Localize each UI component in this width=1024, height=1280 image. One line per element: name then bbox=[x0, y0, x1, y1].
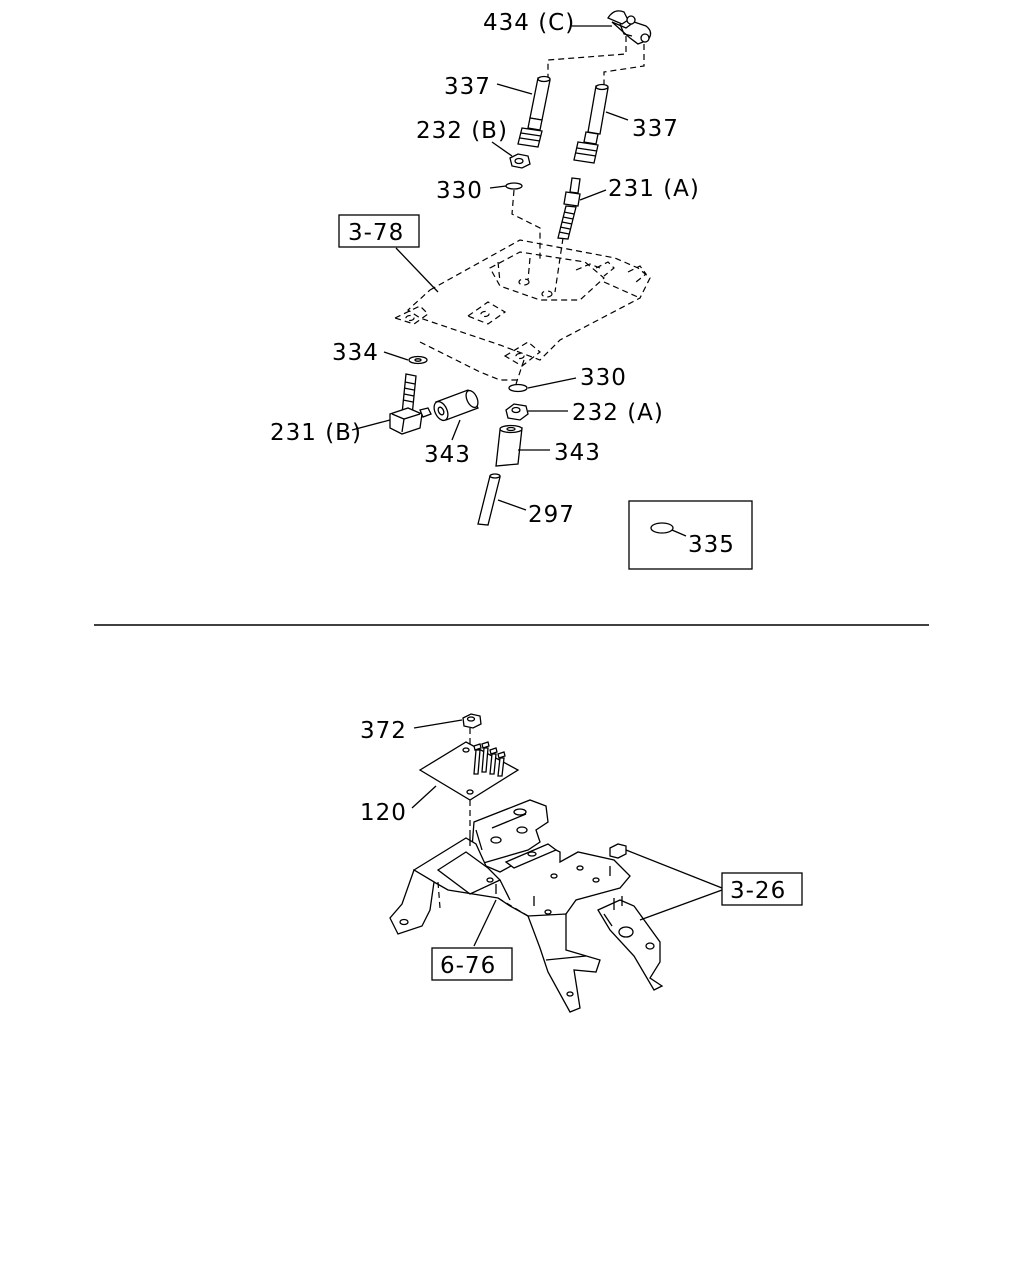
lower-assembly: 372 120 3-26 6-76 bbox=[360, 713, 803, 1013]
label-330-bottom: 330 bbox=[580, 365, 627, 391]
label-231b: 231 (B) bbox=[270, 420, 362, 446]
label-297: 297 bbox=[528, 502, 575, 528]
ref-box-3-78 bbox=[338, 214, 420, 248]
nut-3-26 bbox=[609, 843, 627, 859]
right-bracket bbox=[597, 896, 664, 991]
label-343-right: 343 bbox=[554, 440, 601, 466]
label-232b: 232 (B) bbox=[416, 118, 508, 144]
bracket-plate bbox=[393, 239, 651, 367]
bolt-cluster bbox=[473, 741, 506, 777]
sheet-120 bbox=[418, 741, 520, 801]
label-337-left: 337 bbox=[444, 74, 491, 100]
label-334: 334 bbox=[332, 340, 379, 366]
washer-330-top bbox=[505, 182, 523, 190]
label-231a: 231 (A) bbox=[608, 176, 700, 202]
label-120: 120 bbox=[360, 800, 407, 826]
nut-232b bbox=[509, 153, 531, 169]
nut-372 bbox=[462, 713, 482, 729]
rod-337-right bbox=[573, 83, 609, 164]
grease-blob-335 bbox=[650, 522, 674, 534]
label-330-top: 330 bbox=[436, 178, 483, 204]
box-335 bbox=[628, 500, 753, 570]
label-343-left: 343 bbox=[424, 442, 471, 468]
stud-231b bbox=[389, 373, 432, 435]
ref-box-6-76 bbox=[431, 947, 513, 981]
ref-box-3-26 bbox=[721, 872, 803, 906]
ref-3-26: 3-26 bbox=[730, 878, 786, 904]
clip-434c bbox=[607, 10, 652, 45]
label-335: 335 bbox=[688, 532, 735, 558]
spacer-343-left bbox=[433, 389, 479, 422]
rod-337-left bbox=[517, 75, 551, 148]
pin-297 bbox=[477, 473, 501, 526]
washer-334 bbox=[408, 355, 428, 365]
center-leg-bracket bbox=[497, 897, 601, 1013]
ref-3-78: 3-78 bbox=[348, 220, 404, 246]
stud-231a bbox=[557, 177, 581, 240]
upper-assembly: 434 (C) 337 337 232 (B) 330 231 (A) 3-78… bbox=[270, 10, 753, 570]
label-232a: 232 (A) bbox=[572, 400, 664, 426]
spacer-343-right bbox=[495, 424, 523, 467]
label-372: 372 bbox=[360, 718, 407, 744]
ref-6-76: 6-76 bbox=[440, 953, 496, 979]
label-337-right: 337 bbox=[632, 116, 679, 142]
label-434c: 434 (C) bbox=[483, 10, 575, 36]
washer-330-bottom bbox=[508, 383, 528, 393]
left-leg-bracket bbox=[389, 869, 441, 935]
nut-232a bbox=[505, 403, 529, 421]
